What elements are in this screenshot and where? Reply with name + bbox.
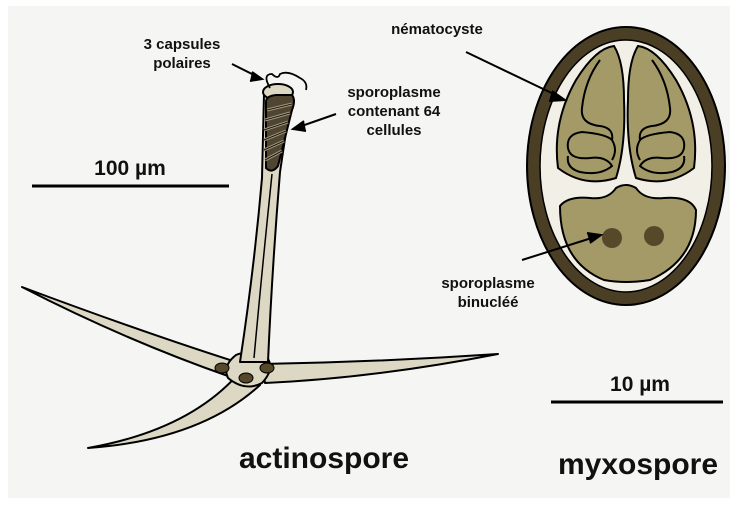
label-sporoplasme-binuclee: sporoplasme binucléé bbox=[428, 275, 548, 313]
label-binuclee-line1: sporoplasme bbox=[428, 275, 548, 294]
label-binuclee-line2: binucléé bbox=[428, 294, 548, 313]
sporoplasm-nucleus bbox=[644, 226, 664, 246]
myxospore-drawing bbox=[527, 27, 725, 305]
scale-label-myxospore: 10 µm bbox=[590, 372, 690, 398]
label-sporoplasme-line3: cellules bbox=[324, 122, 464, 141]
label-sporoplasme-line2: contenant 64 bbox=[324, 103, 464, 122]
label-sporoplasme-64: sporoplasme contenant 64 cellules bbox=[324, 84, 464, 140]
title-actinospore: actinospore bbox=[224, 440, 424, 478]
junction-nucleus bbox=[215, 363, 229, 373]
sporoplasm-nucleus bbox=[602, 228, 622, 248]
junction-nucleus bbox=[260, 363, 274, 373]
label-nematocyste: nématocyste bbox=[362, 21, 512, 40]
label-capsules-polaires: 3 capsules polaires bbox=[122, 36, 242, 74]
label-capsules-line2: polaires bbox=[122, 55, 242, 74]
scale-label-actinospore: 100 µm bbox=[70, 156, 190, 182]
junction-nucleus bbox=[239, 373, 253, 383]
title-myxospore: myxospore bbox=[548, 446, 728, 484]
label-sporoplasme-line1: sporoplasme bbox=[324, 84, 464, 103]
label-capsules-line1: 3 capsules bbox=[122, 36, 242, 55]
